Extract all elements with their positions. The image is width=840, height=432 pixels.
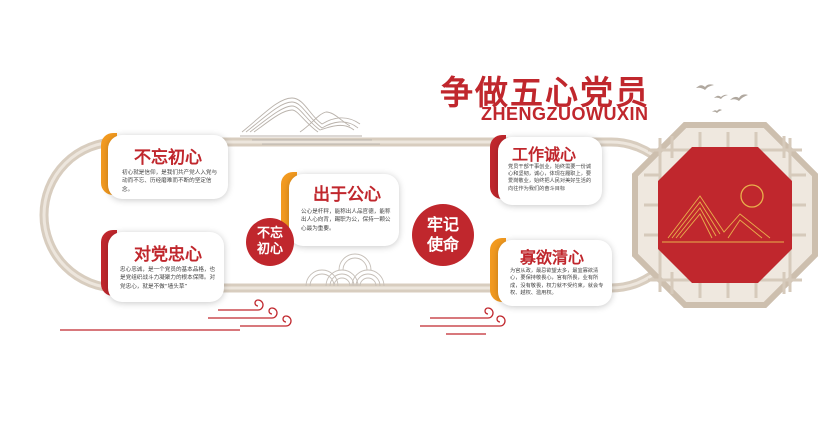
circle-line: 不忘 (256, 225, 283, 241)
page-title: 争做五心党员 (440, 73, 650, 112)
mountain-line-icon (240, 97, 380, 145)
card-title: 工作诚心 (512, 145, 577, 164)
card-chu-yu-gong-xin: 出于公心 公心是杆秤，能称出人品官德，能称出人心向背，踢职为公，保持一颗公心最为… (289, 174, 399, 246)
card-body: 初心就是信仰，是我们共产党人入党与动而不忘、历经磨难而不断的坚定信念。 (122, 170, 218, 193)
circle-bu-wang-chu-xin: 不忘 初心 (246, 218, 294, 266)
card-body: 为官从政，最忌欲望太多，最宜寡欲清心，要保持敬畏心，官有所畏，业有所成，没有敬畏… (510, 268, 604, 297)
card-title: 寡欲清心 (520, 248, 585, 267)
octagon-window-icon (632, 122, 818, 308)
card-dui-dang-zhong-xin: 对党忠心 忠心忠诚，是一个党员的基本品格，也是党组织战斗力凝聚力的根本保障。对党… (108, 232, 224, 302)
card-title: 出于公心 (313, 185, 381, 205)
circle-lao-ji-shi-ming: 牢记 使命 (412, 204, 474, 266)
card-title: 不忘初心 (134, 148, 202, 168)
card-body: 忠心忠诚，是一个党员的基本品格，也是党组织战斗力凝聚力的根本保障。对党忠心，就是… (120, 267, 216, 290)
card-bu-wang-chu-xin: 不忘初心 初心就是信仰，是我们共产党人入党与动而不忘、历经磨难而不断的坚定信念。 (108, 135, 228, 199)
card-gong-zuo-cheng-xin: 工作诚心 党员干部干事创业，始终需要一份诚心和坚韧，诚心，体现在履职上，要爱岗敬… (498, 137, 602, 205)
card-body: 公心是杆秤，能称出人品官德，能称出人心向背，踢职为公，保持一颗公心最为重要。 (301, 209, 391, 232)
cloud-scroll-icon (60, 299, 506, 335)
page-subtitle-pinyin: ZHENGZUOWUXIN (481, 104, 649, 124)
circle-line: 牢记 (426, 215, 459, 234)
birds-icon (696, 84, 748, 113)
card-title: 对党忠心 (134, 245, 202, 265)
wave-cloud-icon (305, 253, 385, 287)
circle-line: 使命 (426, 235, 459, 254)
circle-line: 初心 (256, 242, 283, 257)
card-gua-yu-qing-xin: 寡欲清心 为官从政，最忌欲望太多，最宜寡欲清心，要保持敬畏心，官有所畏，业有所成… (498, 240, 612, 306)
card-body: 党员干部干事创业，始终需要一份诚心和坚韧，诚心，体现在履职上，要爱岗敬业，始终把… (508, 164, 592, 192)
